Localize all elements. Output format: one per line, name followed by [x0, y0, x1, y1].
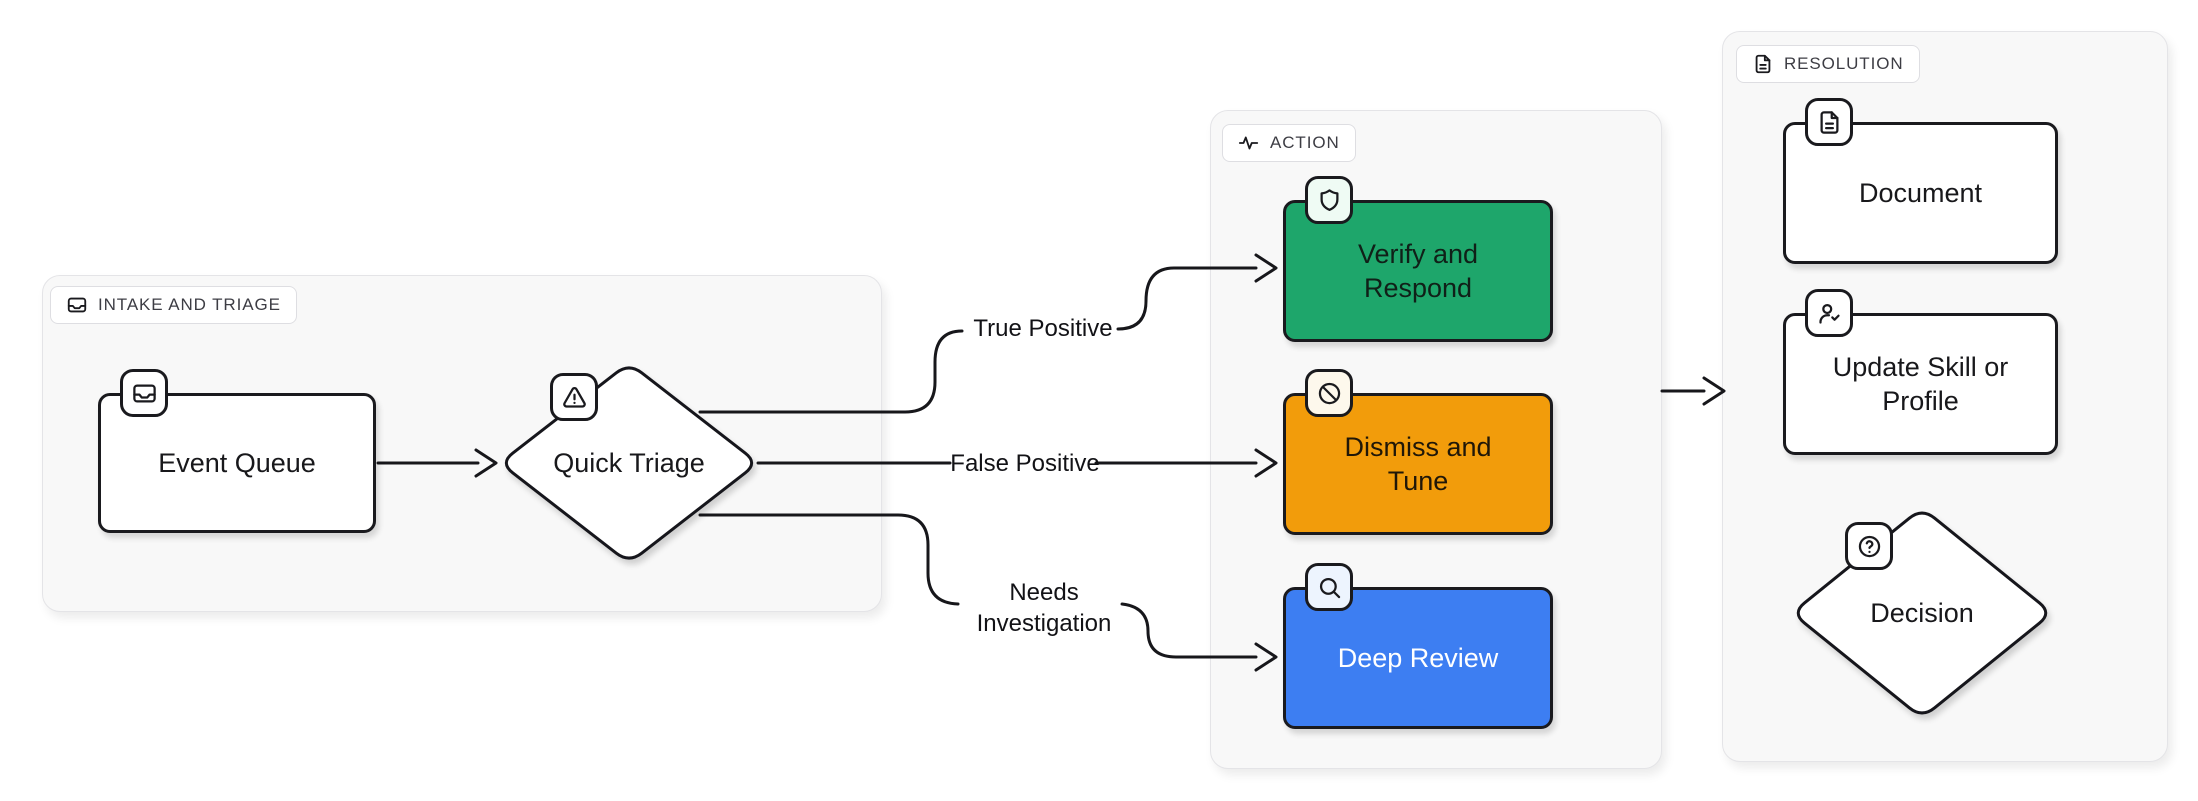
arrowhead: [1702, 376, 1726, 406]
node-label: Verify and Respond: [1357, 239, 1479, 303]
file-text-icon: [1820, 110, 1838, 134]
node-decision-label: Decision: [1870, 598, 1974, 628]
arrowhead: [1254, 253, 1278, 283]
group-chip-resolution: RESOLUTION: [1736, 45, 1920, 83]
file-text-icon: [1755, 54, 1771, 74]
arrowhead: [1254, 448, 1278, 478]
user-check-icon-badge: [1805, 289, 1853, 337]
help-circle-icon-badge: [1845, 522, 1893, 570]
edge-label-true-positive: True Positive: [973, 315, 1113, 342]
search-icon-badge: [1305, 563, 1353, 611]
inbox-icon: [132, 384, 156, 402]
group-chip-action: ACTION: [1222, 124, 1356, 162]
node-verify-and-respond: Verify and Respond: [1283, 176, 1553, 342]
shield-icon: [1320, 188, 1338, 211]
node-document: Document: [1783, 98, 2058, 264]
edge-true-positive-b: [1116, 266, 1258, 331]
node-quick-triage-label: Quick Triage: [553, 448, 705, 478]
node-deep-review: Deep Review: [1283, 563, 1553, 729]
alert-triangle-icon: [562, 386, 586, 408]
ban-icon-badge: [1305, 369, 1353, 417]
edge-true-positive-a: [698, 329, 964, 414]
alert-triangle-icon-badge: [550, 373, 598, 421]
shield-icon-badge: [1305, 176, 1353, 224]
node-label: Dismiss and Tune: [1344, 432, 1492, 496]
node-label: Document: [1858, 178, 1983, 208]
edge-needs-investigation-a: [698, 513, 960, 606]
node-update-skill-or-profile: Update Skill or Profile: [1783, 289, 2058, 455]
group-chip-intake: INTAKE AND TRIAGE: [50, 286, 297, 324]
node-label: Deep Review: [1337, 643, 1499, 673]
edge-label-needs-investigation: Needs Investigation: [976, 579, 1112, 637]
node-event-queue: Event Queue: [98, 369, 376, 533]
help-circle-icon: [1858, 535, 1880, 557]
node-label: Event Queue: [158, 448, 316, 478]
file-text-icon-badge: [1805, 98, 1853, 146]
group-chip-label: RESOLUTION: [1784, 54, 1904, 73]
group-chip-label: ACTION: [1270, 133, 1340, 152]
inbox-icon-badge: [120, 369, 168, 417]
user-check-icon: [1818, 303, 1840, 324]
ban-icon: [1318, 382, 1340, 404]
search-icon: [1319, 577, 1340, 598]
edge-needs-investigation-b: [1120, 602, 1258, 659]
inbox-icon: [67, 297, 87, 313]
edge-label-false-positive: False Positive: [950, 450, 1100, 477]
arrowhead: [1254, 642, 1278, 672]
group-chip-label: INTAKE AND TRIAGE: [98, 295, 281, 314]
node-label: Update Skill or Profile: [1832, 352, 2009, 416]
activity-icon: [1238, 136, 1259, 150]
arrowhead: [474, 448, 498, 478]
node-dismiss-and-tune: Dismiss and Tune: [1283, 369, 1553, 535]
